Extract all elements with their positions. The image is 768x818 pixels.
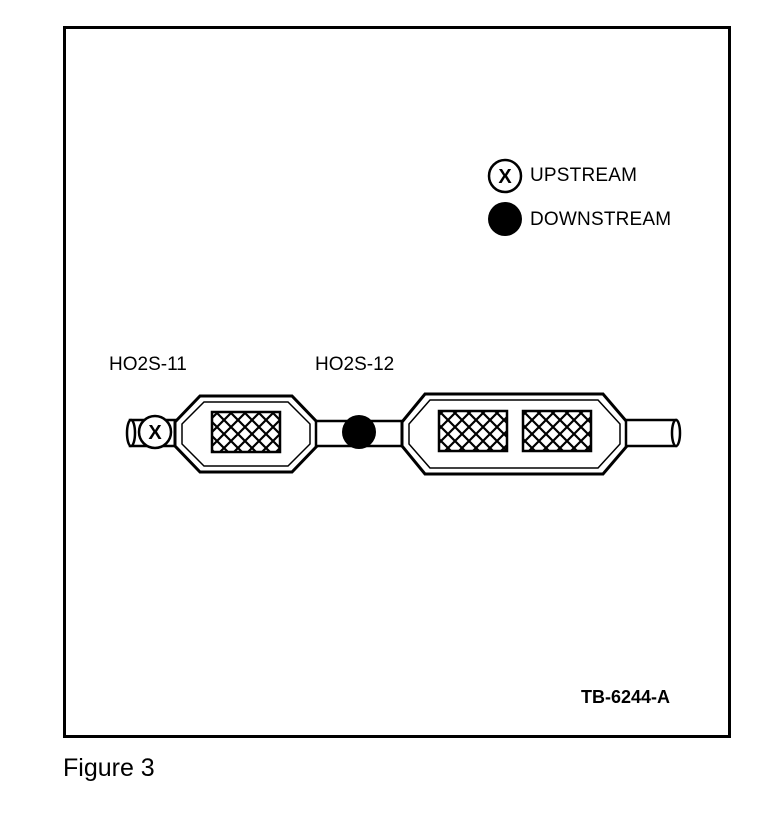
catalyst-brick-2 bbox=[437, 409, 509, 453]
legend-upstream-symbol: X bbox=[487, 158, 523, 194]
legend-downstream-label: DOWNSTREAM bbox=[530, 209, 672, 230]
legend-upstream-label: UPSTREAM bbox=[530, 165, 638, 186]
upstream-sensor-x: X bbox=[148, 422, 162, 444]
figure-frame bbox=[63, 26, 731, 738]
catalytic-converter-rear bbox=[400, 392, 629, 476]
sensor-label-ho2s-12: HO2S-12 bbox=[315, 354, 395, 375]
figure-caption: Figure 3 bbox=[63, 754, 155, 782]
catalyst-brick-1 bbox=[210, 410, 282, 454]
catalytic-converter-front bbox=[173, 394, 319, 474]
drawing-code: TB-6244-A bbox=[581, 687, 671, 707]
catalyst-brick-3 bbox=[521, 409, 593, 453]
sensor-label-ho2s-11: HO2S-11 bbox=[109, 354, 187, 375]
upstream-sensor-marker: X bbox=[137, 414, 173, 450]
legend-upstream-x: X bbox=[498, 166, 512, 188]
outlet-pipe bbox=[624, 418, 682, 448]
downstream-sensor-marker bbox=[342, 415, 376, 449]
legend-downstream-symbol bbox=[488, 202, 522, 236]
